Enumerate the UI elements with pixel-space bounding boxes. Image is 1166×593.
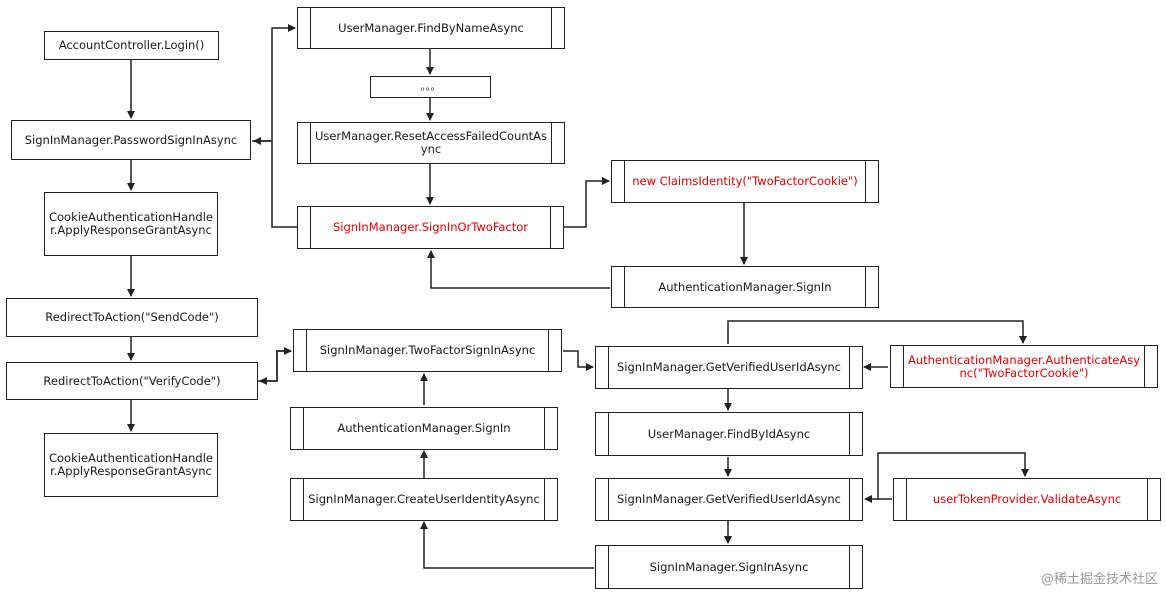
node-signin-async: SignInManager.SignInAsync xyxy=(595,545,863,589)
node-authenticate-async: AuthenticationManager.AuthenticateAsync(… xyxy=(890,345,1158,388)
node-twofactor-signin-label: SignInManager.TwoFactorSignInAsync xyxy=(319,343,536,358)
node-auth-signin-top-label: AuthenticationManager.SignIn xyxy=(658,279,832,294)
node-new-claims-identity: new ClaimsIdentity("TwoFactorCookie") xyxy=(611,160,879,203)
arrow-verifycode-to-twofactor xyxy=(258,347,292,382)
node-create-user-identity: SignInManager.CreateUserIdentityAsync xyxy=(290,478,558,521)
node-authenticate-async-label: AuthenticationManager.AuthenticateAsync(… xyxy=(907,352,1141,380)
node-token-validate-label: userTokenProvider.ValidateAsync xyxy=(932,492,1122,507)
node-twofactor-signin: SignInManager.TwoFactorSignInAsync xyxy=(293,329,562,372)
arrow-twofactor-to-verifycode xyxy=(259,350,291,385)
node-redirect-verifycode-label: RedirectToAction("VerifyCode") xyxy=(43,373,221,388)
node-signin-or-twofactor: SignInManager.SignInOrTwoFactor xyxy=(297,206,564,249)
node-auth-signin-top: AuthenticationManager.SignIn xyxy=(611,266,879,308)
node-find-by-id: UserManager.FindByIdAsync xyxy=(595,412,863,456)
node-get-verified-2-label: SignInManager.GetVerifiedUserIdAsync xyxy=(616,492,842,507)
arrow-token-to-getverified2 xyxy=(877,452,1029,500)
node-redirect-sendcode-label: RedirectToAction("SendCode") xyxy=(45,310,219,325)
node-auth-signin-mid-label: AuthenticationManager.SignIn xyxy=(337,421,511,436)
node-get-verified-2: SignInManager.GetVerifiedUserIdAsync xyxy=(595,478,863,521)
node-password-signin-label: SignInManager.PasswordSignInAsync xyxy=(24,132,238,147)
arrow-signinortwofactor-to-password xyxy=(253,137,297,228)
node-ellipsis: 。。。 xyxy=(370,76,491,98)
node-account-login-label: AccountController.Login() xyxy=(58,38,205,53)
node-redirect-verifycode: RedirectToAction("VerifyCode") xyxy=(6,362,258,400)
node-redirect-sendcode: RedirectToAction("SendCode") xyxy=(6,298,258,337)
arrow-signinortwofactor-to-claims xyxy=(564,177,610,228)
node-reset-access-failed: UserManager.ResetAccessFailedCountAsync xyxy=(297,122,565,164)
node-password-signin: SignInManager.PasswordSignInAsync xyxy=(11,120,251,160)
node-account-login: AccountController.Login() xyxy=(44,31,219,60)
node-find-by-name: UserManager.FindByNameAsync xyxy=(297,7,565,49)
node-cookie-handler-1-label: CookieAuthenticationHandler.ApplyRespons… xyxy=(48,210,213,237)
node-cookie-handler-2: CookieAuthenticationHandler.ApplyRespons… xyxy=(44,433,218,497)
node-cookie-handler-2-label: CookieAuthenticationHandler.ApplyRespons… xyxy=(48,451,213,478)
node-reset-access-failed-label: UserManager.ResetAccessFailedCountAsync xyxy=(314,129,548,156)
arrow-password-to-findbyname xyxy=(252,24,296,142)
node-cookie-handler-1: CookieAuthenticationHandler.ApplyRespons… xyxy=(44,192,218,256)
node-get-verified-1: SignInManager.GetVerifiedUserIdAsync xyxy=(595,346,863,389)
node-ellipsis-label: 。。。 xyxy=(420,81,441,93)
arrow-twofactor-to-getverified xyxy=(563,350,594,371)
node-new-claims-identity-label: new ClaimsIdentity("TwoFactorCookie") xyxy=(632,174,858,189)
node-signin-or-twofactor-label: SignInManager.SignInOrTwoFactor xyxy=(332,220,529,235)
node-signin-async-label: SignInManager.SignInAsync xyxy=(649,559,809,574)
node-create-user-identity-label: SignInManager.CreateUserIdentityAsync xyxy=(308,492,540,507)
node-find-by-id-label: UserManager.FindByIdAsync xyxy=(647,426,811,441)
arrow-signinasync-to-createidentity xyxy=(420,521,594,569)
arrow-authsignin-to-signinortwofactor xyxy=(427,250,610,289)
node-get-verified-1-label: SignInManager.GetVerifiedUserIdAsync xyxy=(616,360,842,375)
node-auth-signin-mid: AuthenticationManager.SignIn xyxy=(290,407,558,450)
node-token-validate: userTokenProvider.ValidateAsync xyxy=(893,478,1161,521)
watermark: @稀土掘金技术社区 xyxy=(1040,572,1158,587)
arrow-getverified-to-authenticate xyxy=(727,320,1027,344)
node-find-by-name-label: UserManager.FindByNameAsync xyxy=(338,20,524,35)
